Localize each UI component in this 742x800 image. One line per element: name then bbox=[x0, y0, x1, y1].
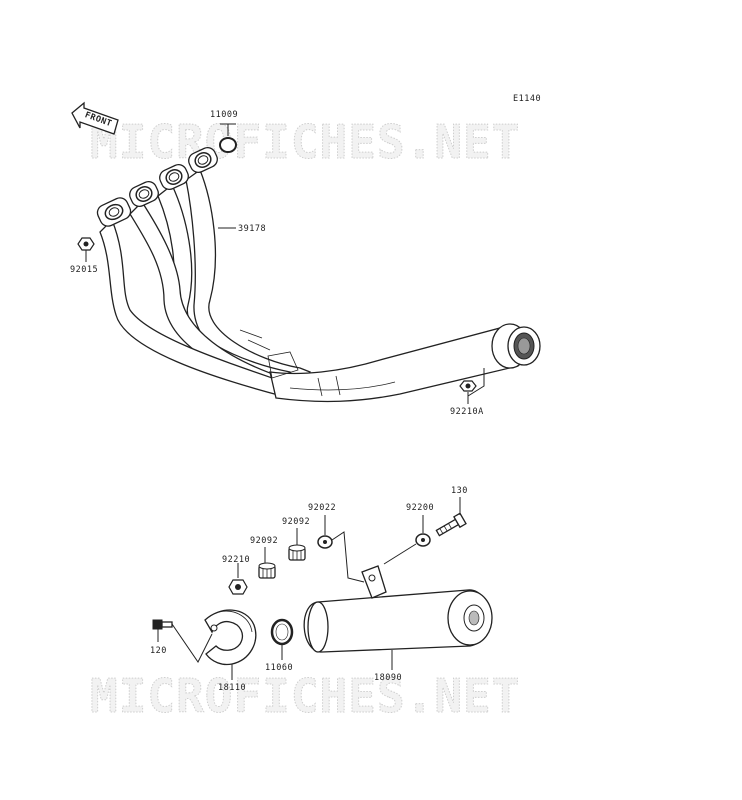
label-92092-lower: 92092 bbox=[250, 536, 278, 546]
muffler-18090: 18090 bbox=[303, 565, 493, 683]
collar-92092-lower: 92092 bbox=[250, 536, 278, 579]
collar-92092-upper: 92092 bbox=[282, 517, 310, 561]
callout-39178: 39178 bbox=[218, 224, 266, 234]
nut-92210A: 92210A bbox=[450, 368, 485, 417]
label-92210: 92210 bbox=[222, 555, 250, 565]
gasket-11009: 11009 bbox=[210, 110, 238, 153]
gasket-11060: 11060 bbox=[265, 618, 294, 673]
label-92200: 92200 bbox=[406, 503, 434, 513]
nut-92210: 92210 bbox=[222, 555, 250, 595]
label-120: 120 bbox=[150, 646, 167, 656]
watermark-top: MICROFICHES.NET bbox=[90, 115, 520, 169]
nut-92015: 92015 bbox=[70, 237, 98, 275]
front-arrow-icon: FRONT bbox=[71, 101, 119, 135]
cover-18110: 18110 bbox=[171, 609, 257, 693]
bolt-120: 120 bbox=[150, 619, 173, 656]
label-92092-upper: 92092 bbox=[282, 517, 310, 527]
label-92022: 92022 bbox=[308, 503, 336, 513]
watermark-bottom: MICROFICHES.NET bbox=[90, 669, 520, 723]
washer-92200: 92200 bbox=[383, 503, 434, 565]
label-11009: 11009 bbox=[210, 110, 238, 120]
header-flanges bbox=[96, 147, 218, 227]
label-18090: 18090 bbox=[374, 673, 402, 683]
washer-92022: 92022 bbox=[308, 503, 365, 583]
label-18110: 18110 bbox=[218, 683, 246, 693]
label-130: 130 bbox=[451, 486, 468, 496]
label-11060: 11060 bbox=[265, 663, 293, 673]
diagram-code: E1140 bbox=[513, 94, 541, 104]
label-92210A: 92210A bbox=[450, 407, 484, 417]
label-92015: 92015 bbox=[70, 265, 98, 275]
bolt-130: 130 bbox=[435, 486, 468, 537]
exhaust-header-pipes bbox=[99, 168, 541, 403]
label-39178: 39178 bbox=[238, 224, 266, 234]
